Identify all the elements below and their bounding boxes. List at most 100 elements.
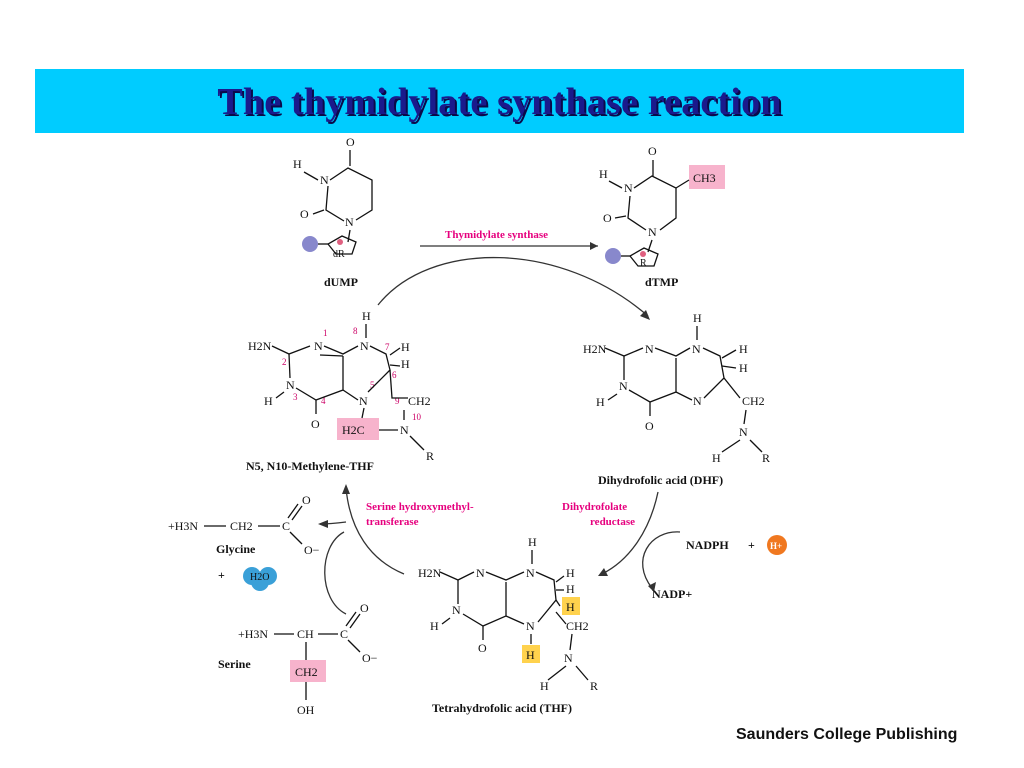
dhf-h2n-label: H2N [583,342,607,356]
svg-text:H: H [712,451,721,465]
svg-text:9: 9 [395,396,400,406]
svg-text:H: H [693,311,702,325]
svg-text:O: O [648,144,657,158]
svg-text:H: H [540,679,549,693]
dhf-to-thf-arrow [601,491,659,575]
svg-text:4: 4 [321,396,326,406]
svg-text:N: N [693,394,702,408]
dhfr-label-line1: Dihydrofolate [562,501,627,513]
svg-text:H: H [566,566,575,580]
svg-text:O: O [346,135,355,149]
svg-text:N: N [526,566,535,580]
svg-text:H: H [566,600,575,614]
serine-ch2-highlight [290,660,326,682]
svg-text:CH: CH [297,627,314,641]
dtmp-structure: O H N CH3 O N R dTMP [599,144,725,289]
thf-h-highlight-2 [522,645,540,663]
water-label: H2O [250,572,269,583]
svg-text:N: N [359,394,368,408]
serine-nh3-label: +H3N [238,627,268,641]
ch2-label: CH2 [408,394,431,408]
svg-text:H: H [430,619,439,633]
svg-text:C: C [282,519,290,533]
svg-text:O−: O− [362,651,378,665]
svg-text:N: N [476,566,485,580]
h-plus-icon [767,535,787,555]
svg-text:O: O [360,601,369,615]
svg-text:N: N [360,339,369,353]
svg-text:H: H [599,167,608,181]
nadph-curve [642,531,681,589]
dhf-label: Dihydrofolic acid (DHF) [598,473,723,487]
svg-text:O: O [478,641,487,655]
serine-structure: +H3N CH C O O− CH2 OH Serine [218,601,378,717]
publisher-credit: Saunders College Publishing [736,726,958,743]
shmt-label-line2: transferase [366,516,419,528]
svg-text:N: N [314,339,323,353]
thymidylate-synthase-label: Thymidylate synthase [445,229,548,241]
h2c-highlight [337,418,379,440]
svg-text:O: O [645,419,654,433]
glycine-label: Glycine [216,542,256,556]
svg-text:O: O [302,493,311,507]
svg-text:R: R [426,449,434,463]
svg-text:N: N [619,379,628,393]
h-plus-label: H+ [770,541,782,551]
svg-text:H: H [739,361,748,375]
thf-to-dhf-arc [377,256,649,317]
svg-text:H: H [528,535,537,549]
svg-text:N: N [320,173,329,187]
svg-text:10: 10 [412,412,422,422]
svg-text:N: N [564,651,573,665]
svg-text:7: 7 [385,342,390,352]
svg-text:H: H [526,648,535,662]
ch3-label: CH3 [693,171,716,185]
svg-text:N: N [648,225,657,239]
svg-text:O: O [311,417,320,431]
phosphate-icon [302,236,318,252]
shmt-label-line1: Serine hydroxymethyl- [366,501,474,513]
thf-label: Tetrahydrofolic acid (THF) [432,701,572,715]
nadph-label: NADPH [686,538,729,552]
dhfr-label-line2: reductase [590,516,635,528]
svg-text:N: N [739,425,748,439]
thf-structure: H H2N N N H H H N H N CH2 O H N H R Tetr… [418,535,598,715]
title-bar: The thymidylate synthase reaction [35,69,964,133]
dr-label: dR [333,249,345,260]
phosphate-icon [605,248,621,264]
svg-text:N: N [526,619,535,633]
svg-text:5: 5 [370,380,375,390]
svg-text:2: 2 [282,357,287,367]
glycine-ch2-label: CH2 [230,519,253,533]
dtmp-label: dTMP [645,275,678,289]
thf-ch2-label: CH2 [566,619,589,633]
svg-text:N: N [286,378,295,392]
svg-text:6: 6 [392,370,397,380]
svg-text:R: R [590,679,598,693]
svg-text:H: H [739,342,748,356]
svg-text:H: H [293,157,302,171]
glycine-nh3-label: +H3N [168,519,198,533]
svg-text:N: N [345,215,354,229]
r-label: R [640,258,647,269]
dump-label: dUMP [324,275,358,289]
serine-to-glycine-arrow [324,531,347,615]
svg-text:N: N [452,603,461,617]
thf-h-highlight-1 [562,597,580,615]
dump-structure: O H N O N dR dUMP [293,135,373,289]
methylene-thf-label: N5, N10-Methylene-THF [246,459,374,473]
svg-text:H: H [362,309,371,323]
plus-sign: + [748,538,755,552]
svg-text:O: O [603,211,612,225]
svg-text:H: H [401,357,410,371]
svg-text:1: 1 [323,328,328,338]
thf-h2n-label: H2N [418,566,442,580]
svg-text:C: C [340,627,348,641]
svg-text:H: H [566,582,575,596]
serine-ch2-label: CH2 [295,665,318,679]
svg-text:N: N [400,423,409,437]
dhf-ch2-label: CH2 [742,394,765,408]
h2n-label: H2N [248,339,272,353]
svg-text:H: H [596,395,605,409]
